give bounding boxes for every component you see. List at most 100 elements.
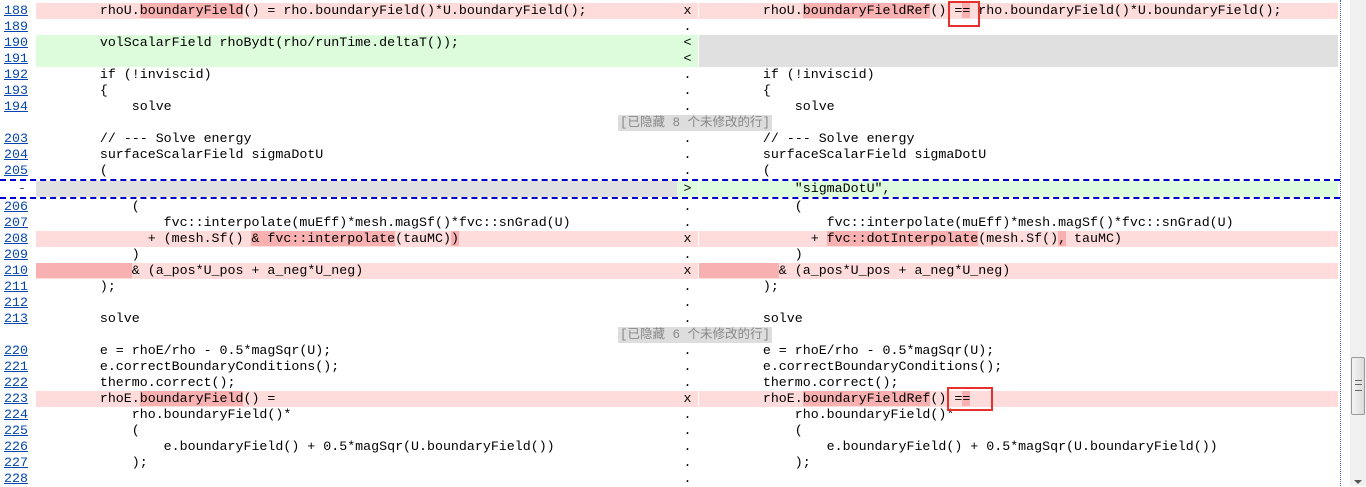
diff-marker: . bbox=[683, 163, 692, 178]
diff-marker: x bbox=[677, 231, 698, 247]
diff-row: 192 if (!inviscid). if (!inviscid) bbox=[0, 67, 1340, 83]
left-code: ); bbox=[36, 279, 116, 294]
right-code bbox=[699, 19, 1338, 35]
line-number-link[interactable]: 189 bbox=[4, 19, 28, 34]
code-text: & (a_pos*U_pos + a_neg*U_neg) bbox=[778, 263, 1011, 278]
right-code: ) bbox=[699, 247, 803, 262]
line-number-link: - bbox=[18, 181, 26, 196]
line-number-link[interactable]: 194 bbox=[4, 99, 28, 114]
line-number-link[interactable]: 188 bbox=[4, 3, 28, 18]
line-number-link[interactable]: 225 bbox=[4, 423, 28, 438]
code-text: () = bbox=[243, 391, 276, 406]
right-code: fvc::interpolate(muEff)*mesh.magSf()*fvc… bbox=[699, 215, 1234, 230]
hidden-lines-row: [已隐藏 8 个未修改的行] bbox=[0, 115, 1340, 131]
scroll-down-arrow-icon[interactable] bbox=[1354, 480, 1362, 484]
line-number-link[interactable]: 222 bbox=[4, 375, 28, 390]
diff-row: 228. bbox=[0, 471, 1340, 487]
line-number-link[interactable]: 203 bbox=[4, 131, 28, 146]
line-number-link[interactable]: 211 bbox=[4, 279, 28, 294]
right-code: rho.boundaryField()* bbox=[699, 407, 955, 422]
line-number-link[interactable]: 205 bbox=[4, 163, 28, 178]
changed-text-highlight bbox=[36, 263, 132, 278]
diff-row: 224 rho.boundaryField()*. rho.boundaryFi… bbox=[0, 407, 1340, 423]
changed-text-highlight: = bbox=[962, 391, 971, 406]
line-number-link[interactable]: 206 bbox=[4, 199, 28, 214]
line-number-link[interactable]: 213 bbox=[4, 311, 28, 326]
left-code bbox=[36, 181, 677, 197]
diff-row: 207 fvc::interpolate(muEff)*mesh.magSf()… bbox=[0, 215, 1340, 231]
left-code: ( bbox=[36, 199, 140, 214]
line-number-link[interactable]: 210 bbox=[4, 263, 28, 278]
diff-row: 225 (. ( bbox=[0, 423, 1340, 439]
left-code: ( bbox=[36, 423, 140, 438]
left-code: & (a_pos*U_pos + a_neg*U_neg) bbox=[36, 263, 677, 279]
line-number-link[interactable]: 227 bbox=[4, 455, 28, 470]
overview-divider bbox=[1340, 0, 1341, 486]
left-code bbox=[36, 295, 677, 311]
right-code: // --- Solve energy bbox=[699, 131, 915, 146]
right-code bbox=[699, 51, 1338, 67]
diff-marker: . bbox=[683, 67, 692, 82]
line-number-link[interactable]: 208 bbox=[4, 231, 28, 246]
line-number-link[interactable]: 223 bbox=[4, 391, 28, 406]
right-code: ( bbox=[699, 199, 803, 214]
hidden-lines-label[interactable]: [已隐藏 6 个未修改的行] bbox=[618, 327, 773, 343]
code-text: (mesh.Sf() bbox=[978, 231, 1059, 246]
line-number-link[interactable]: 207 bbox=[4, 215, 28, 230]
line-number-link[interactable]: 221 bbox=[4, 359, 28, 374]
line-number-link[interactable]: 204 bbox=[4, 147, 28, 162]
scrollbar-thumb[interactable] bbox=[1351, 357, 1365, 415]
line-number-link[interactable]: 224 bbox=[4, 407, 28, 422]
left-code: ( bbox=[36, 163, 108, 178]
left-code: fvc::interpolate(muEff)*mesh.magSf()*fvc… bbox=[36, 215, 571, 230]
diff-marker: x bbox=[677, 3, 698, 19]
line-number-link[interactable]: 226 bbox=[4, 439, 28, 454]
line-number-link[interactable]: 220 bbox=[4, 343, 28, 358]
right-code bbox=[699, 35, 1338, 51]
grip-icon bbox=[1355, 380, 1362, 391]
changed-text-highlight: boundaryField bbox=[139, 3, 244, 18]
diff-marker: . bbox=[683, 375, 692, 390]
line-number-link[interactable]: 193 bbox=[4, 83, 28, 98]
code-text: () = rho.boundaryField()*U.boundaryField… bbox=[243, 3, 587, 18]
hidden-lines-label[interactable]: [已隐藏 8 个未修改的行] bbox=[618, 115, 773, 131]
diff-row: 203 // --- Solve energy. // --- Solve en… bbox=[0, 131, 1340, 147]
line-number-link[interactable]: 212 bbox=[4, 295, 28, 310]
code-text: rhoE. bbox=[36, 391, 140, 406]
line-number-link[interactable]: 228 bbox=[4, 471, 28, 486]
diff-row: 227 );. ); bbox=[0, 455, 1340, 471]
diff-marker: . bbox=[683, 423, 692, 438]
diff-marker: . bbox=[683, 215, 692, 230]
code-text: () = bbox=[930, 391, 963, 406]
diff-marker: < bbox=[677, 51, 698, 67]
diff-marker: . bbox=[683, 279, 692, 294]
line-number-link[interactable]: 192 bbox=[4, 67, 28, 82]
diff-row: 222 thermo.correct();. thermo.correct(); bbox=[0, 375, 1340, 391]
changed-text-highlight: boundaryFieldRef bbox=[802, 391, 931, 406]
vertical-scrollbar[interactable] bbox=[1350, 0, 1366, 486]
right-code: ( bbox=[699, 423, 803, 438]
diff-row: 188 rhoU.boundaryField() = rho.boundaryF… bbox=[0, 3, 1340, 19]
diff-marker: x bbox=[677, 263, 698, 279]
diff-row: 211 );. ); bbox=[0, 279, 1340, 295]
code-text: rho.boundaryField()*U.boundaryField(); bbox=[970, 3, 1282, 18]
changed-text-highlight: boundaryField bbox=[139, 391, 244, 406]
diff-marker: . bbox=[683, 311, 692, 326]
diff-marker: . bbox=[683, 471, 692, 486]
line-number-link[interactable]: 209 bbox=[4, 247, 28, 262]
line-number-link[interactable]: 191 bbox=[4, 51, 28, 66]
right-code bbox=[699, 471, 1338, 487]
diff-row: 204 surfaceScalarField sigmaDotU. surfac… bbox=[0, 147, 1340, 163]
code-text: + bbox=[699, 231, 827, 246]
right-code: { bbox=[699, 83, 771, 98]
diff-marker: x bbox=[677, 391, 698, 407]
code-text: (tauMC) bbox=[395, 231, 451, 246]
diff-marker: . bbox=[683, 83, 692, 98]
code-text: + (mesh.Sf() bbox=[36, 231, 252, 246]
left-code bbox=[36, 51, 677, 67]
changed-text-highlight: fvc::dotInterpolate bbox=[826, 231, 979, 246]
left-code: ) bbox=[36, 247, 140, 262]
line-number-link[interactable]: 190 bbox=[4, 35, 28, 50]
diff-row: 190 volScalarField rhoBydt(rho/runTime.d… bbox=[0, 35, 1340, 51]
right-code: ( bbox=[699, 163, 771, 178]
